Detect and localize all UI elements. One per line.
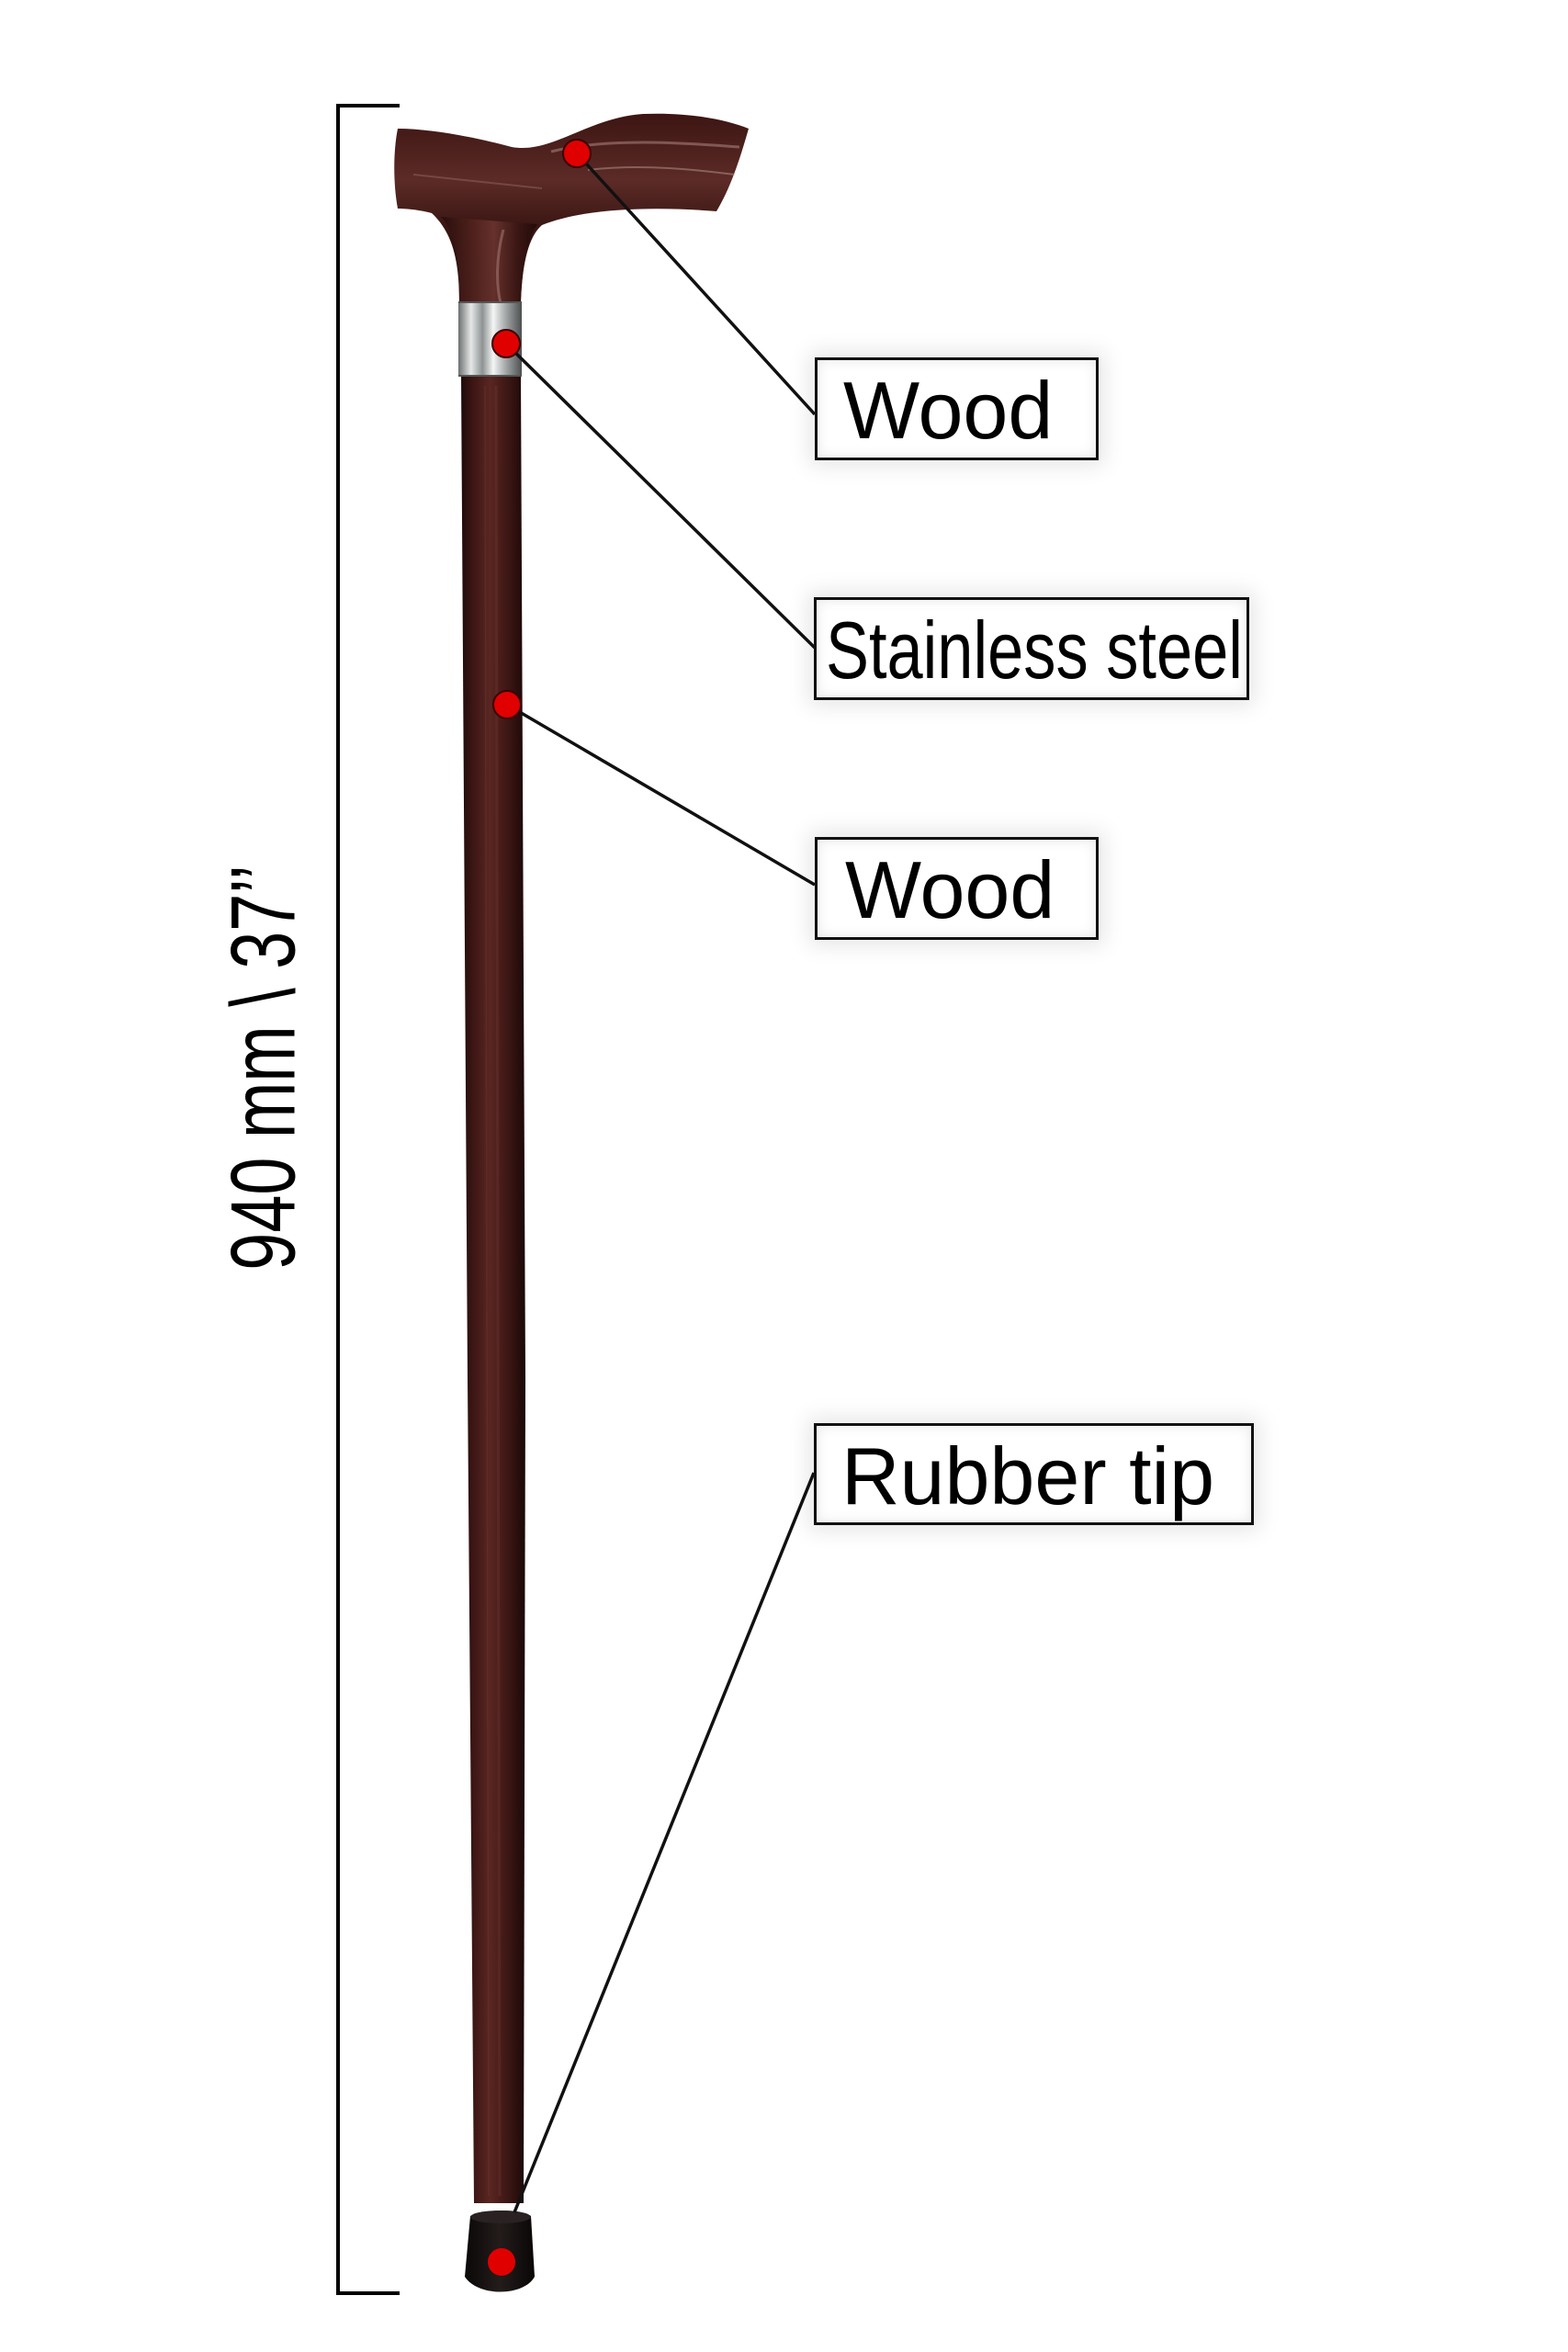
leader-line-handle <box>575 152 817 416</box>
leader-line-shaft <box>506 703 816 887</box>
callout-label: Stainless steel <box>826 605 1243 695</box>
markers <box>488 139 592 2276</box>
leader-line-collar <box>504 342 817 650</box>
marker-collar-icon <box>491 329 521 358</box>
dimension-label-text: 940 mm \ 37’’ <box>211 865 314 1271</box>
callout-shaft-wood: Wood <box>815 837 1099 940</box>
cane-shaft <box>461 375 525 2203</box>
leader-line-tip <box>513 1472 816 2213</box>
callout-label: Rubber tip <box>841 1430 1215 1521</box>
callout-collar-steel: Stainless steel <box>814 597 1249 700</box>
marker-shaft-icon <box>492 690 522 719</box>
marker-handle-icon <box>562 139 592 168</box>
leader-lines <box>504 152 817 2213</box>
marker-tip-icon <box>488 2248 515 2276</box>
callout-handle-wood: Wood <box>815 357 1099 460</box>
callout-rubber-tip: Rubber tip <box>814 1423 1254 1525</box>
dimension-bracket <box>336 104 400 2295</box>
callout-label: Wood <box>843 365 1054 456</box>
callout-label: Wood <box>845 844 1055 935</box>
cane-handle <box>394 113 749 304</box>
